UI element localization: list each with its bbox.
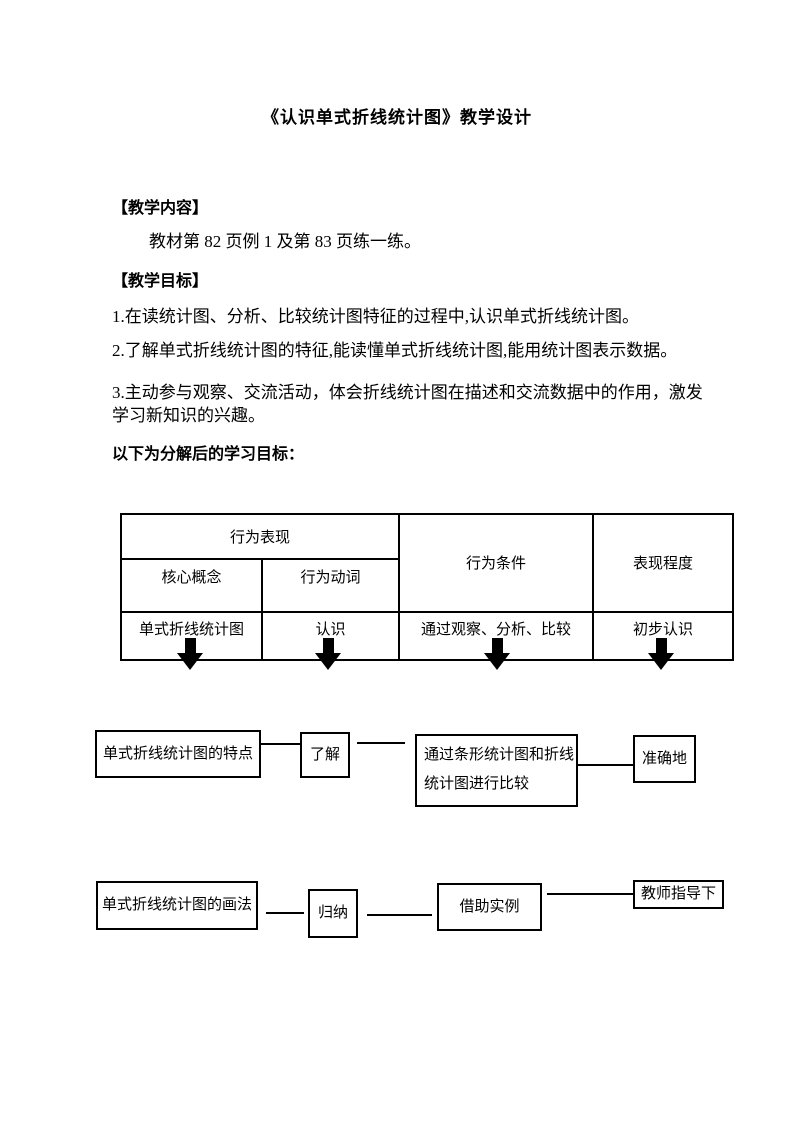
flow-box-features: 单式折线统计图的特点 [95,730,261,778]
table-header-core-concept: 核心概念 [120,558,263,613]
table-header-behavior-condition: 行为条件 [398,513,594,613]
down-arrow-icon [315,638,341,670]
flow-box-accurately: 准确地 [633,735,696,783]
goal-item-2: 2.了解单式折线统计图的特征,能读懂单式折线统计图,能用统计图表示数据。 [112,341,678,360]
connector-line [261,743,300,745]
flow-box-compare-charts: 通过条形统计图和折线统计图进行比较 [415,734,578,807]
connector-line [547,893,633,895]
flow-box-drawing-method: 单式折线统计图的画法 [96,881,258,930]
learning-goals-table: 行为表现 行为条件 表现程度 核心概念 行为动词 单式折线统计图 认识 通过观察… [120,513,734,661]
down-arrow-icon [648,638,674,670]
teaching-content-text: 教材第 82 页例 1 及第 83 页练一练。 [149,232,421,251]
table-header-performance-degree: 表现程度 [592,513,734,613]
table-header-behavior-performance: 行为表现 [120,513,400,560]
goal-item-1: 1.在读统计图、分析、比较统计图特征的过程中,认识单式折线统计图。 [112,307,639,326]
section-header-teaching-content: 【教学内容】 [112,200,209,217]
page-title: 《认识单式折线统计图》教学设计 [262,108,532,127]
flow-box-teacher-guided: 教师指导下 [633,880,724,909]
connector-line [357,742,405,744]
down-arrow-icon [484,638,510,670]
flow-box-with-examples: 借助实例 [437,883,542,931]
table-header-behavior-verb: 行为动词 [261,558,400,613]
connector-line [367,914,432,916]
flow-box-understand: 了解 [300,732,350,778]
decomposed-goals-label: 以下为分解后的学习目标： [112,446,305,463]
connector-line [578,764,633,766]
down-arrow-icon [177,638,203,670]
goal-item-3: 3.主动参与观察、交流活动，体会折线统计图在描述和交流数据中的作用，激发学习新知… [112,383,703,425]
connector-line [266,912,304,914]
section-header-teaching-goals: 【教学目标】 [112,273,209,290]
flow-box-summarize: 归纳 [308,889,358,938]
